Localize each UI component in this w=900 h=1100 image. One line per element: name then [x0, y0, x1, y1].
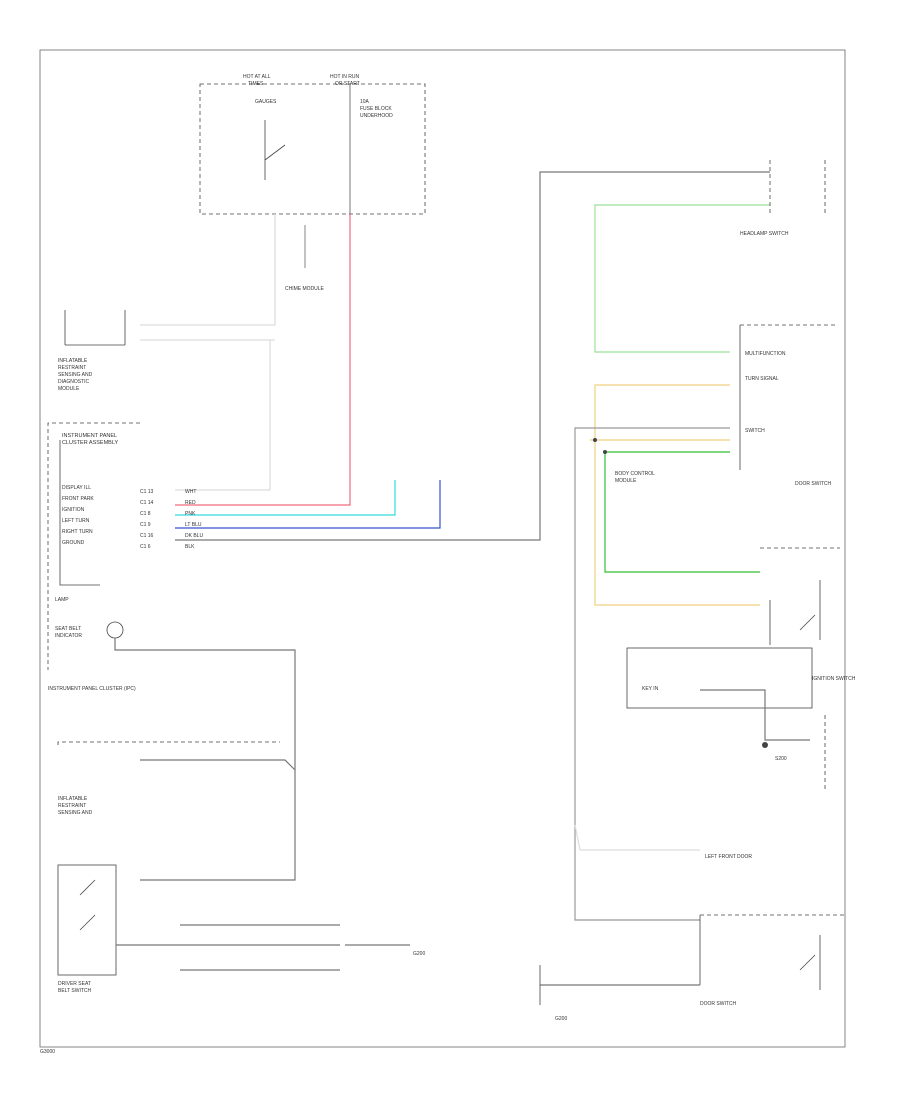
svg-text:S200: S200	[775, 756, 787, 762]
svg-text:WHT: WHT	[185, 489, 196, 495]
svg-text:HEADLAMP SWITCH: HEADLAMP SWITCH	[740, 231, 789, 237]
splice-dot	[593, 438, 597, 442]
svg-text:LAMP: LAMP	[55, 597, 69, 603]
svg-text:INDICATOR: INDICATOR	[55, 633, 82, 639]
svg-text:INSTRUMENT PANEL CLUSTER (IPC): INSTRUMENT PANEL CLUSTER (IPC)	[48, 686, 136, 692]
svg-text:TURN SIGNAL: TURN SIGNAL	[745, 376, 779, 382]
svg-text:DRIVER SEAT: DRIVER SEAT	[58, 981, 91, 987]
svg-text:C1 9: C1 9	[140, 522, 151, 528]
svg-text:FRONT PARK: FRONT PARK	[62, 496, 94, 502]
svg-text:G200: G200	[413, 951, 425, 957]
wire-light-green	[594, 204, 770, 353]
svg-text:UNDERHOOD: UNDERHOOD	[360, 113, 393, 119]
svg-text:G200: G200	[555, 1016, 567, 1022]
svg-text:C1 8: C1 8	[140, 511, 151, 517]
wire-green	[604, 451, 760, 573]
svg-text:LEFT FRONT DOOR: LEFT FRONT DOOR	[705, 854, 752, 860]
svg-text:MODULE: MODULE	[615, 478, 637, 484]
svg-text:BELT SWITCH: BELT SWITCH	[58, 988, 92, 994]
svg-text:OR START: OR START	[335, 81, 360, 87]
sensing-module: INFLATABLE RESTRAINT SENSING AND DIAGNOS…	[58, 310, 126, 392]
svg-text:IGNITION SWITCH: IGNITION SWITCH	[812, 676, 856, 682]
svg-text:RED: RED	[185, 500, 196, 506]
svg-text:HOT IN RUN: HOT IN RUN	[330, 74, 359, 80]
svg-text:DISPLAY ILL: DISPLAY ILL	[62, 485, 91, 491]
svg-text:FUSE BLOCK: FUSE BLOCK	[360, 106, 392, 112]
svg-text:10A: 10A	[360, 99, 370, 105]
restraint-module: INFLATABLE RESTRAINT SENSING AND	[57, 741, 296, 816]
wire-dark-blue	[175, 480, 441, 529]
wire-tan	[594, 384, 760, 606]
svg-text:DOOR SWITCH: DOOR SWITCH	[700, 1001, 736, 1007]
wire-gray-right	[574, 427, 730, 921]
svg-text:LT BLU: LT BLU	[185, 522, 202, 528]
splice-dot-2	[603, 450, 607, 454]
ignition-switch: KEY IN IGNITION SWITCH S200	[626, 547, 856, 790]
svg-text:MODULE: MODULE	[58, 386, 80, 392]
svg-text:GAUGES: GAUGES	[255, 99, 277, 105]
svg-text:SENSING AND: SENSING AND	[58, 372, 93, 378]
instrument-cluster: INSTRUMENT PANEL CLUSTER ASSEMBLY DISPLA…	[47, 422, 296, 881]
svg-text:GROUND: GROUND	[62, 540, 85, 546]
svg-text:INSTRUMENT PANEL: INSTRUMENT PANEL	[62, 433, 117, 439]
svg-text:C1 16: C1 16	[140, 533, 154, 539]
wire-light-blue	[175, 480, 396, 516]
svg-text:HOT AT ALL: HOT AT ALL	[243, 74, 271, 80]
seat-belt-switch: DRIVER SEAT BELT SWITCH G200	[57, 864, 425, 994]
svg-text:C1 6: C1 6	[140, 544, 151, 550]
wire-gray-top	[140, 214, 276, 491]
svg-text:INFLATABLE: INFLATABLE	[58, 796, 88, 802]
svg-text:MULTIFUNCTION: MULTIFUNCTION	[745, 351, 786, 357]
svg-text:SENSING AND: SENSING AND	[58, 810, 93, 816]
diagram-frame	[39, 49, 846, 1048]
svg-text:TIMES: TIMES	[248, 81, 264, 87]
svg-text:BLK: BLK	[185, 544, 195, 550]
svg-text:RESTRAINT: RESTRAINT	[58, 803, 86, 809]
svg-text:IGNITION: IGNITION	[62, 507, 85, 513]
svg-text:SEAT BELT: SEAT BELT	[55, 626, 81, 632]
svg-text:KEY IN: KEY IN	[642, 686, 659, 692]
svg-text:RIGHT TURN: RIGHT TURN	[62, 529, 93, 535]
svg-text:C1 13: C1 13	[140, 489, 154, 495]
door-switch: LEFT FRONT DOOR DOOR SWITCH G200	[539, 824, 845, 1022]
svg-text:C1 14: C1 14	[140, 500, 154, 506]
svg-text:LEFT TURN: LEFT TURN	[62, 518, 90, 524]
svg-text:RESTRAINT: RESTRAINT	[58, 365, 86, 371]
svg-text:CLUSTER ASSEMBLY: CLUSTER ASSEMBLY	[62, 440, 118, 446]
svg-text:BODY CONTROL: BODY CONTROL	[615, 471, 655, 477]
wire-red	[175, 214, 351, 506]
footnote: G3000	[40, 1049, 55, 1055]
headlamp-switch: HEADLAMP SWITCH	[740, 160, 826, 237]
svg-text:DIAGNOSTIC: DIAGNOSTIC	[58, 379, 90, 385]
chime-module-label: CHIME MODULE	[285, 286, 325, 292]
fuse-block: HOT AT ALL TIMES HOT IN RUN OR START GAU…	[199, 74, 426, 215]
svg-text:PNK: PNK	[185, 511, 196, 517]
body-control-module: BODY CONTROL MODULE DOOR SWITCH	[615, 471, 831, 487]
wire-black-ground	[175, 171, 770, 541]
svg-text:DOOR SWITCH: DOOR SWITCH	[795, 481, 831, 487]
svg-text:DK BLU: DK BLU	[185, 533, 203, 539]
svg-text:INFLATABLE: INFLATABLE	[58, 358, 88, 364]
svg-text:SWITCH: SWITCH	[745, 428, 765, 434]
multifunction-switch: MULTIFUNCTION TURN SIGNAL SWITCH	[739, 324, 835, 470]
